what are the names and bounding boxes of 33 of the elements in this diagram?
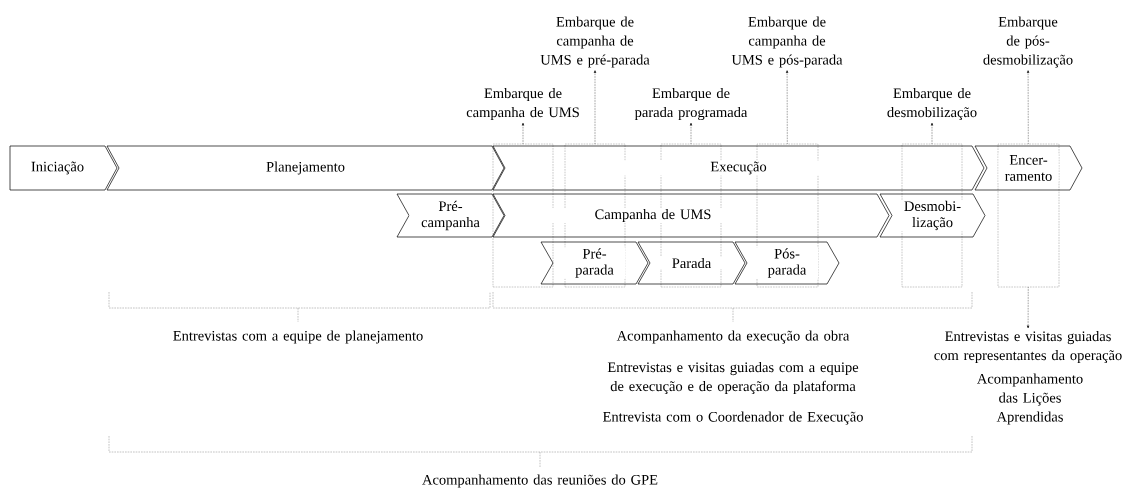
callout-text: Embarque de parada programada [634, 87, 748, 121]
callout-text: Embarque de campanha de UMS [466, 87, 579, 121]
phase-band: Pré-campanha [396, 193, 505, 238]
callout-text: Embarque de desmobilização [887, 87, 977, 121]
phase-band: Planejamento [106, 145, 505, 191]
arrow [689, 122, 693, 144]
arrow [785, 70, 789, 144]
phase-band: Execução [492, 145, 985, 191]
annotation-text: Entrevistas e visitas guiadas com a equipe de execução e de operação da plataforma [607, 361, 859, 395]
annotation-text: Entrevistas com a equipe de planejamento [173, 330, 423, 344]
arrow [1026, 70, 1030, 144]
dotted-box [997, 143, 1060, 288]
phase-band: Campanha de UMS [492, 193, 890, 238]
phase-band: Encer-ramento [974, 145, 1083, 191]
dotted-box [492, 143, 554, 288]
phase-band: Parada [637, 241, 746, 285]
annotation-text: Acompanhamento da execução da obra [616, 330, 850, 344]
callout-text: Embarque de pós-desmobilização [983, 16, 1073, 68]
phase-band: Desmobi-lização [879, 193, 986, 238]
annotation-text: Entrevista com o Coordenador de Execução [603, 411, 863, 425]
dotted-box [901, 143, 963, 288]
phase-band: Pré-parada [540, 241, 649, 285]
annotation-text: Acompanhamento das Lições Aprendidas [977, 373, 1083, 425]
callout-text: Entrevistas e visitas guiadas com representantes da operação [934, 330, 1122, 364]
arrow [930, 122, 934, 144]
annotation-text: Acompanhamento das reuniões do GPE [422, 474, 658, 488]
arrow [1026, 287, 1030, 329]
arrow [521, 122, 525, 144]
arrow [593, 70, 597, 144]
callout-text: Embarque de campanha de UMS e pós-parada [731, 16, 843, 68]
phase-band: Pós-parada [734, 241, 840, 285]
phase-band: Iniciação [9, 145, 118, 191]
callout-text: Embarque de campanha de UMS e pré-parada [540, 16, 650, 68]
